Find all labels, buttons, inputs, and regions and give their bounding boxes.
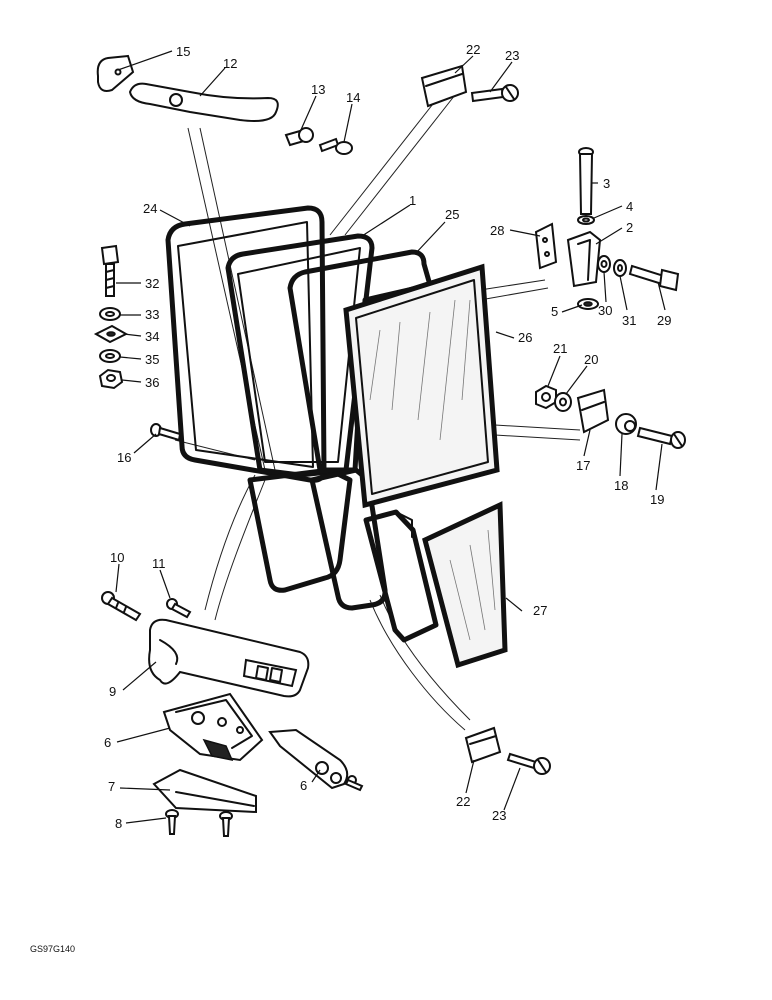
nut-21 xyxy=(535,384,557,410)
main-glass-26 xyxy=(343,263,500,509)
callout-6-lever: 6 xyxy=(300,778,307,793)
plate-22-bottom xyxy=(464,726,502,764)
square-washer-34 xyxy=(93,324,129,344)
lower-glass-channel xyxy=(363,509,439,643)
callout-36: 36 xyxy=(145,375,159,390)
quarter-glass-27 xyxy=(422,501,508,669)
callout-13: 13 xyxy=(311,82,325,97)
callout-15: 15 xyxy=(176,44,190,59)
callout-21: 21 xyxy=(553,341,567,356)
callout-6-latch: 6 xyxy=(104,735,111,750)
callout-2: 2 xyxy=(626,220,633,235)
washer-33 xyxy=(99,307,121,321)
washer-20 xyxy=(554,392,572,412)
callout-23-bottom: 23 xyxy=(492,808,506,823)
callout-32: 32 xyxy=(145,276,159,291)
callout-1: 1 xyxy=(409,193,416,208)
callout-9: 9 xyxy=(109,684,116,699)
exterior-handle-12 xyxy=(128,82,279,122)
bracket-15 xyxy=(96,54,135,92)
callout-31: 31 xyxy=(622,313,636,328)
key-14 xyxy=(318,137,353,155)
bolt-32 xyxy=(100,244,120,297)
callout-3: 3 xyxy=(603,176,610,191)
bushing-30 xyxy=(597,255,611,273)
latch-lever-6 xyxy=(268,728,364,792)
screws-8 xyxy=(165,809,233,837)
callout-17: 17 xyxy=(576,458,590,473)
screw-23-bottom xyxy=(506,752,551,775)
nut-36 xyxy=(98,368,124,390)
bolt-10 xyxy=(101,591,142,622)
screw-11 xyxy=(166,598,192,619)
callout-8: 8 xyxy=(115,816,122,831)
hinge-plate-28 xyxy=(534,222,558,270)
drawing-code: GS97G140 xyxy=(30,944,75,954)
callout-7: 7 xyxy=(108,779,115,794)
screw-23-top xyxy=(470,84,519,103)
callout-22-top: 22 xyxy=(466,42,480,57)
door-frame-1 xyxy=(225,233,375,593)
washer-5 xyxy=(577,298,599,310)
callout-35: 35 xyxy=(145,352,159,367)
callout-33: 33 xyxy=(145,307,159,322)
callout-22-bottom: 22 xyxy=(456,794,470,809)
callout-27: 27 xyxy=(533,603,547,618)
callout-5: 5 xyxy=(551,304,558,319)
cover-plate-7 xyxy=(152,768,257,814)
plate-22-top xyxy=(420,64,468,108)
callout-leader-lines xyxy=(115,50,666,824)
washer-35 xyxy=(99,349,121,363)
callout-29: 29 xyxy=(657,313,671,328)
callout-25: 25 xyxy=(445,207,459,222)
bolt-29 xyxy=(628,264,680,292)
latch-mechanism-6 xyxy=(162,692,264,762)
screw-19 xyxy=(636,426,686,449)
screw-16 xyxy=(150,423,182,442)
callout-34: 34 xyxy=(145,329,159,344)
bushing-18 xyxy=(615,413,637,435)
callout-11: 11 xyxy=(152,556,166,571)
handle-housing-9 xyxy=(148,618,310,698)
hinge-pin-3 xyxy=(578,147,594,215)
callout-12: 12 xyxy=(223,56,237,71)
callout-26: 26 xyxy=(518,330,532,345)
callout-14: 14 xyxy=(346,90,360,105)
hinge-2 xyxy=(566,230,602,288)
callout-16: 16 xyxy=(117,450,131,465)
callout-19: 19 xyxy=(650,492,664,507)
callout-4: 4 xyxy=(626,199,633,214)
callout-23-top: 23 xyxy=(505,48,519,63)
callout-28: 28 xyxy=(490,223,504,238)
washer-4 xyxy=(577,215,595,225)
bracket-17 xyxy=(576,388,610,434)
callout-18: 18 xyxy=(614,478,628,493)
callout-24: 24 xyxy=(143,201,157,216)
callout-labels: 15 12 13 14 22 23 3 4 2 28 24 1 25 26 27… xyxy=(104,42,671,831)
lock-barrel-13 xyxy=(284,127,314,147)
washer-31 xyxy=(613,259,627,277)
callout-10: 10 xyxy=(110,550,124,565)
callout-30: 30 xyxy=(598,303,612,318)
callout-20: 20 xyxy=(584,352,598,367)
